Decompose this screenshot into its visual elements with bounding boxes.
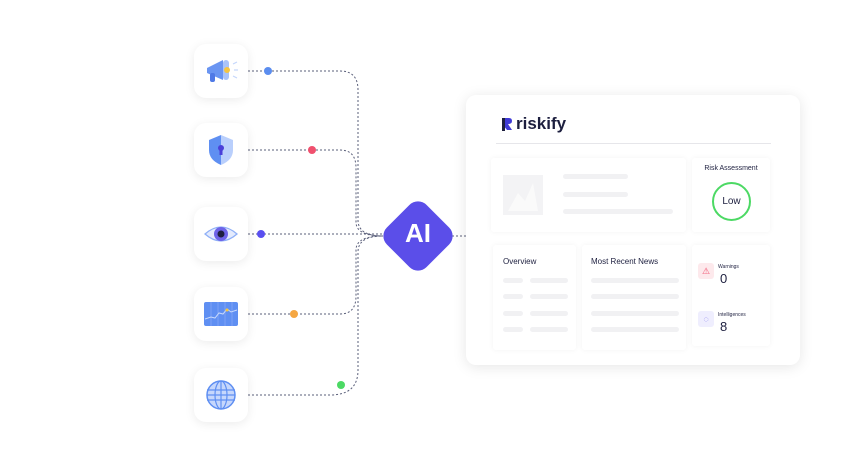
risk-title: Risk Assessment [704, 165, 758, 172]
risk-assessment-panel: Risk Assessment Low [692, 158, 770, 232]
source-tile-globe [194, 368, 248, 422]
warnings-value: 0 [720, 271, 728, 286]
divider [496, 143, 771, 144]
warnings-label: Warnings [718, 264, 739, 270]
stats-panel: ⚠ Warnings 0 ◌ Intelligences 8 [692, 245, 770, 346]
ai-hub-label: AI [405, 218, 431, 248]
source-tile-shield [194, 123, 248, 177]
overview-panel: Overview [493, 245, 576, 350]
risk-level-badge: Low [712, 182, 751, 221]
summary-panel [491, 158, 686, 232]
source-dot [257, 230, 265, 238]
riskify-logo-icon [502, 118, 512, 131]
source-tile-megaphone [194, 44, 248, 98]
image-placeholder-icon [503, 175, 543, 215]
shield-lock-icon [209, 135, 233, 165]
source-dot [290, 310, 298, 318]
intelligences-value: 8 [720, 319, 728, 334]
chart-monitor-icon [204, 302, 238, 326]
overview-title: Overview [503, 257, 537, 266]
source-dot [264, 67, 272, 75]
connector-line [248, 70, 384, 237]
source-tile-chart [194, 287, 248, 341]
eye-icon [204, 226, 238, 242]
megaphone-icon [207, 60, 238, 82]
connector-line [248, 235, 384, 315]
lightbulb-icon: ◌ [698, 311, 714, 327]
globe-icon [206, 380, 236, 410]
intelligences-label: Intelligences [718, 312, 746, 318]
news-panel: Most Recent News [582, 245, 686, 350]
source-dot [337, 381, 345, 389]
connector-line [248, 149, 384, 237]
brand-name: riskify [516, 114, 567, 133]
connector-line [248, 235, 384, 396]
source-tile-eye [194, 207, 248, 261]
dashboard-card: riskify Risk Assessment Low Overview Mos… [466, 95, 800, 365]
warning-icon: ⚠ [698, 263, 714, 279]
source-dot [308, 146, 316, 154]
news-title: Most Recent News [591, 257, 659, 266]
